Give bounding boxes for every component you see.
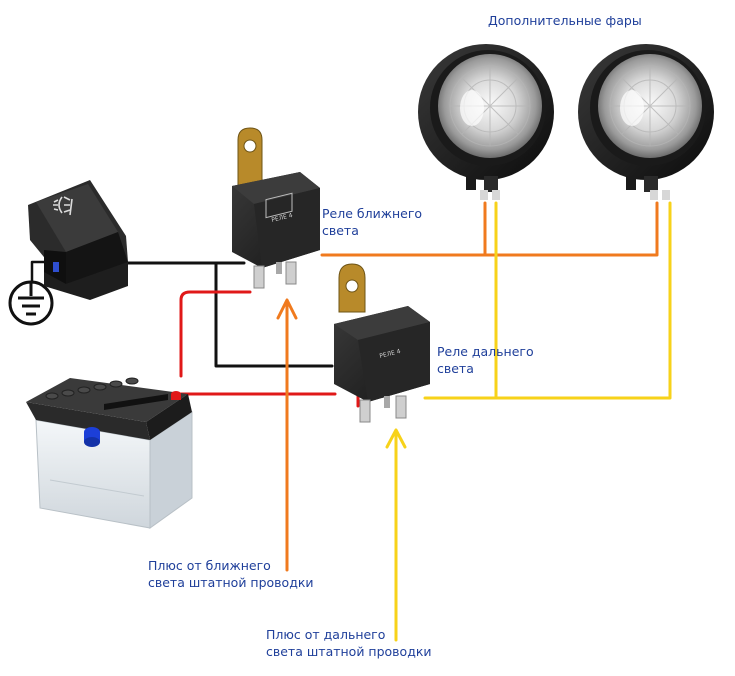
plus-high-line1: Плюс от дальнего xyxy=(266,627,386,642)
plus-high-label: Плюс от дальнего света штатной проводки xyxy=(266,626,432,660)
orange-wire-low-relay-lamps xyxy=(320,201,659,257)
ground-wire xyxy=(30,260,50,288)
low-beam-relay-icon: РЕЛЕ 4 xyxy=(232,127,320,289)
black-wire-to-high-relay xyxy=(214,261,334,368)
high-relay-line1: Реле дальнего xyxy=(437,344,534,359)
high-relay-line2: света xyxy=(437,361,474,376)
high-beam-relay-icon: РЕЛЕ 4 xyxy=(334,263,430,423)
plus-low-label: Плюс от ближнего света штатной проводки xyxy=(148,557,314,591)
extra-lights-text: Дополнительные фары xyxy=(488,13,642,28)
low-relay-line1: Реле ближнего xyxy=(322,206,423,221)
plus-low-line2: света штатной проводки xyxy=(148,575,314,590)
plus-low-line1: Плюс от ближнего xyxy=(148,558,271,573)
orange-arrowhead xyxy=(276,298,298,320)
low-relay-label: Реле ближнего света xyxy=(322,205,422,239)
ground-icon xyxy=(8,280,54,326)
extra-lights-label: Дополнительные фары xyxy=(488,12,642,29)
plus-high-line2: света штатной проводки xyxy=(266,644,432,659)
red-wire-to-low-relay xyxy=(179,290,252,378)
headlight-icon xyxy=(578,44,714,200)
yellow-arrowhead xyxy=(385,428,407,449)
car-battery-icon xyxy=(26,377,193,529)
yellow-wire-high-relay-lamps xyxy=(423,201,672,400)
headlight-icon xyxy=(418,44,554,200)
fog-light-switch-icon xyxy=(28,180,128,300)
high-relay-label: Реле дальнего света xyxy=(437,343,534,377)
low-relay-line2: света xyxy=(322,223,359,238)
